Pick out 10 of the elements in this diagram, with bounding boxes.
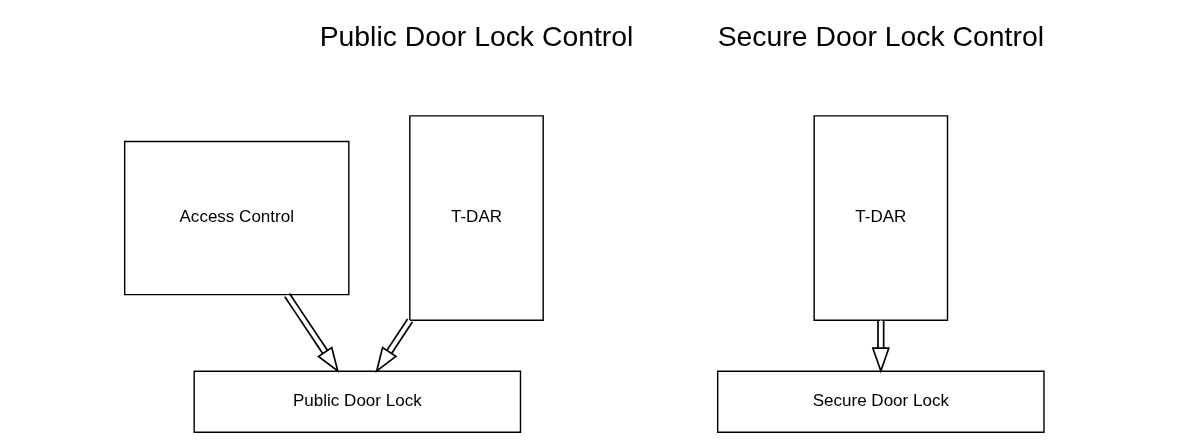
- arrow: [283, 292, 340, 374]
- node-box: Secure Door Lock: [716, 370, 1045, 433]
- label: Secure Door Lock Control: [717, 20, 1044, 53]
- node-box: Public Door Lock: [193, 370, 522, 433]
- label: Public Door Lock Control: [319, 20, 634, 53]
- node-box: T-DAR: [813, 115, 949, 321]
- arrow: [375, 318, 414, 374]
- arrow: [871, 319, 890, 374]
- node-box: T-DAR: [409, 115, 544, 321]
- node-box: Access Control: [123, 140, 350, 296]
